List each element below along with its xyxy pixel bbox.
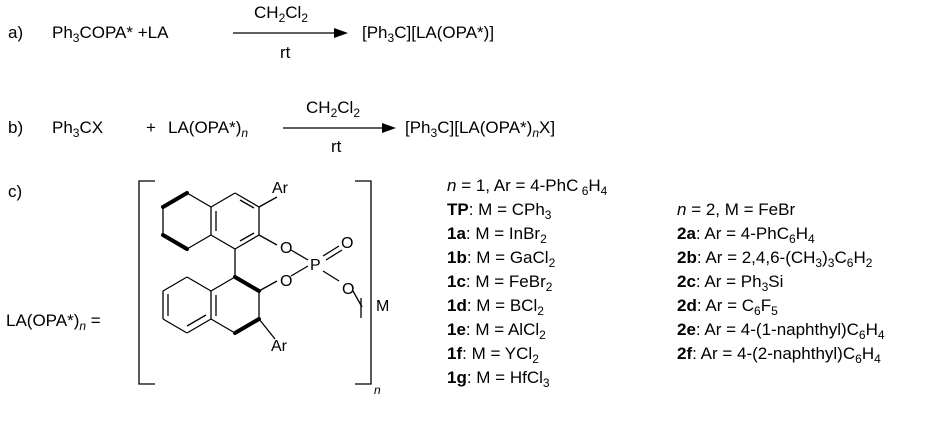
upper-naphthalene (162, 192, 260, 250)
reaction-a-product: [Ph3C][LA(OPA*)] (362, 23, 495, 45)
structure-formula-lhs: LA(OPA*)n = (6, 311, 101, 333)
compound-n1-4: 1d: M = BCl2 (447, 296, 544, 318)
atom-m: M (376, 298, 390, 315)
bracket-subscript-n: n (374, 383, 381, 397)
list-n1-header: n = 1, Ar = 4-PhC 6H4 (447, 176, 608, 198)
compound-n1-6: 1f: M = YCl2 (447, 344, 539, 366)
upper-naphthalene-bold-edge (161, 191, 189, 251)
atom-o-upper: O (280, 240, 293, 257)
atom-o-lower: O (280, 273, 293, 290)
reaction-b-product: [Ph3C][LA(OPA*)nX] (405, 118, 556, 140)
lower-naphthalene (162, 249, 260, 334)
compound-n1-7: 1g: M = HfCl3 (447, 368, 550, 390)
atom-p: P (310, 257, 321, 274)
reaction-arrow-a (233, 28, 348, 38)
atom-o-metal: O (342, 281, 355, 298)
compound-n1-2: 1b: M = GaCl2 (447, 248, 556, 270)
compound-n2-2: 2c: Ar = Ph3Si (677, 272, 784, 294)
atom-ar-top: Ar (272, 180, 288, 197)
lower-naphthalene-bold-edge (233, 275, 261, 335)
label-c: c) (8, 182, 23, 201)
compound-n2-0: 2a: Ar = 4-PhC6H4 (677, 224, 815, 246)
list-n2-header: n = 2, M = FeBr (677, 200, 796, 219)
right-bracket (355, 180, 372, 385)
phosphate-bonds (258, 196, 363, 340)
reaction-a-condition: rt (280, 43, 291, 62)
compound-n2-4: 2e: Ar = 4-(1-naphthyl)C6H4 (677, 320, 885, 342)
compound-n2-1: 2b: Ar = 2,4,6-(CH3)3C6H2 (677, 248, 873, 270)
compound-n1-1: 1a: M = InBr2 (447, 224, 547, 246)
label-a: a) (8, 23, 24, 42)
reaction-a-solvent: CH2Cl2 (254, 3, 308, 25)
reaction-b-condition: rt (331, 137, 342, 156)
compound-n1-0: TP: M = CPh3 (447, 200, 552, 222)
reaction-arrow-b (283, 123, 396, 133)
reaction-b-plus: + (146, 118, 156, 137)
compound-n1-5: 1e: M = AlCl2 (447, 320, 546, 342)
reaction-b-solvent: CH2Cl2 (306, 98, 360, 120)
atom-o-double: O (341, 235, 354, 252)
reaction-b-reactant-2: LA(OPA*)n (168, 118, 249, 140)
atom-ar-bottom: Ar (271, 338, 287, 355)
compound-n1-3: 1c: M = FeBr2 (447, 272, 553, 294)
compound-n2-3: 2d: Ar = C6F5 (677, 296, 778, 318)
compound-n2-5: 2f: Ar = 4-(2-naphthyl)C6H4 (677, 344, 881, 366)
reaction-a-reactants: Ph3COPA* +LA (52, 23, 169, 45)
label-b: b) (8, 118, 24, 137)
left-bracket (138, 180, 155, 385)
reaction-b-reactant-1: Ph3CX (52, 118, 104, 140)
